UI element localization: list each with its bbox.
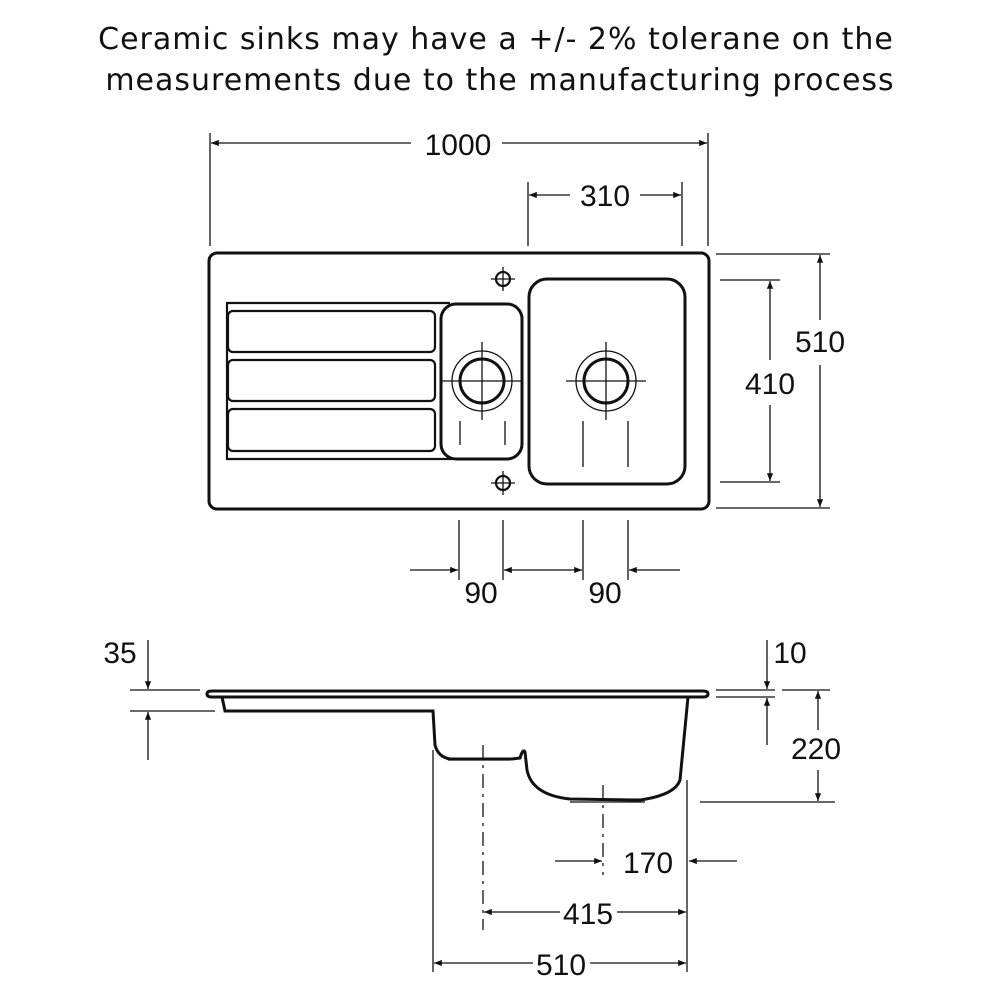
- dim-large-waste-offset: 90: [588, 577, 621, 610]
- dim-waste-to-edge: 170: [623, 847, 673, 880]
- tolerance-note-line2: measurements due to the manufacturing pr…: [105, 63, 894, 98]
- dim-overall-width: 1000: [425, 129, 492, 162]
- dim-bowl-section-width: 510: [536, 949, 586, 982]
- dim-rim-thickness: 10: [773, 637, 806, 670]
- large-bowl-waste-icon: [566, 342, 646, 420]
- rim-profile: [205, 689, 710, 699]
- dim-drainer-thickness: 35: [103, 637, 136, 670]
- side-view: 35 10 220 170 415 510: [103, 637, 841, 982]
- top-view: 1000 310 510 410 90 90: [207, 129, 845, 610]
- small-bowl-overflow: [459, 421, 506, 445]
- large-bowl: [527, 277, 687, 486]
- drainer: [225, 301, 452, 461]
- dim-bowl-width: 310: [580, 180, 630, 213]
- dim-overall-depth: 510: [795, 326, 845, 359]
- dim-small-waste-to-edge: 415: [563, 898, 613, 931]
- dim-bowl-depth: 410: [745, 368, 795, 401]
- bowl-profile: [220, 696, 690, 802]
- tolerance-note-line1: Ceramic sinks may have a +/- 2% tolerane…: [98, 22, 894, 57]
- tap-hole-icon: [491, 267, 515, 495]
- large-bowl-overflow: [582, 421, 629, 467]
- dim-small-waste-offset: 90: [464, 577, 497, 610]
- small-bowl-waste-icon: [442, 342, 522, 420]
- dim-bowl-height: 220: [791, 733, 841, 766]
- sink-outline: [207, 251, 711, 511]
